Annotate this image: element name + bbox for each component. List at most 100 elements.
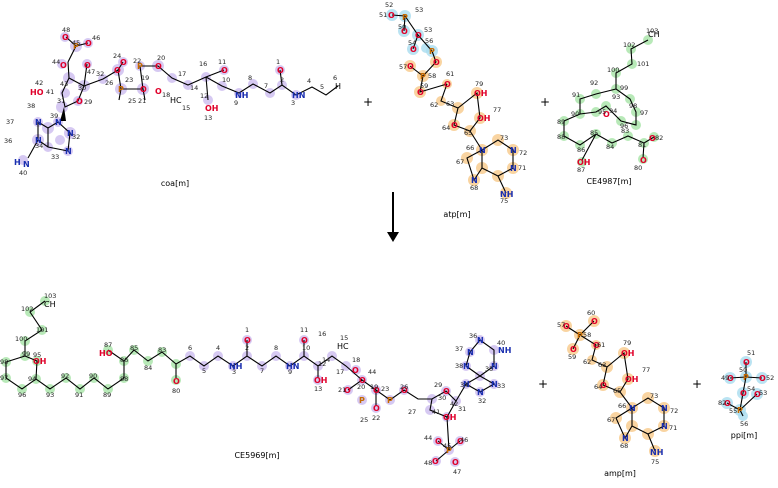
svg-text:8: 8 — [248, 74, 252, 82]
svg-text:33: 33 — [51, 153, 59, 161]
svg-text:15: 15 — [182, 104, 190, 112]
svg-text:99: 99 — [22, 350, 30, 358]
svg-text:O: O — [173, 377, 180, 386]
svg-text:24: 24 — [113, 52, 121, 60]
svg-text:95: 95 — [598, 108, 606, 116]
svg-text:84: 84 — [144, 364, 152, 372]
amp-label: amp[m] — [604, 469, 636, 478]
svg-text:12: 12 — [318, 360, 326, 368]
coa-label: coa[m] — [161, 179, 189, 188]
svg-text:14: 14 — [322, 356, 330, 364]
svg-text:96: 96 — [620, 122, 628, 130]
svg-text:54: 54 — [408, 39, 416, 47]
svg-text:N: N — [479, 146, 486, 155]
svg-text:N: N — [491, 380, 498, 389]
svg-text:77: 77 — [642, 366, 650, 374]
svg-text:96: 96 — [18, 391, 26, 399]
svg-text:100: 100 — [15, 335, 27, 343]
svg-text:80: 80 — [634, 164, 642, 172]
svg-text:101: 101 — [637, 60, 649, 68]
svg-text:97: 97 — [640, 109, 648, 117]
svg-text:17: 17 — [336, 368, 344, 376]
svg-text:49: 49 — [721, 374, 729, 382]
svg-text:O: O — [444, 80, 451, 89]
svg-text:O: O — [640, 156, 647, 165]
svg-text:P: P — [359, 396, 365, 405]
svg-text:45: 45 — [443, 442, 451, 450]
svg-text:40: 40 — [19, 169, 27, 177]
svg-text:P: P — [743, 373, 749, 382]
svg-text:66: 66 — [618, 402, 626, 410]
svg-text:93: 93 — [612, 93, 620, 101]
svg-text:88: 88 — [557, 133, 565, 141]
svg-text:79: 79 — [623, 339, 631, 347]
svg-text:102: 102 — [623, 41, 635, 49]
svg-text:37: 37 — [6, 118, 14, 126]
svg-text:O: O — [76, 97, 83, 106]
svg-text:68: 68 — [470, 184, 478, 192]
svg-text:O: O — [62, 33, 69, 42]
svg-text:O: O — [727, 374, 734, 383]
svg-text:N: N — [463, 380, 470, 389]
svg-text:O: O — [451, 121, 458, 130]
svg-text:O: O — [352, 366, 359, 375]
svg-text:98: 98 — [0, 358, 8, 366]
svg-text:103: 103 — [44, 292, 56, 300]
svg-text:58: 58 — [428, 72, 436, 80]
svg-text:N: N — [55, 118, 62, 127]
svg-text:88: 88 — [120, 375, 128, 383]
svg-text:7: 7 — [264, 82, 268, 90]
svg-text:91: 91 — [75, 391, 83, 399]
svg-text:O: O — [344, 386, 351, 395]
svg-text:63: 63 — [598, 361, 606, 369]
svg-text:N: N — [629, 404, 636, 413]
svg-text:36: 36 — [4, 137, 12, 145]
svg-text:51: 51 — [747, 349, 755, 357]
svg-text:6: 6 — [333, 74, 337, 82]
svg-text:O: O — [388, 11, 395, 20]
svg-text:89: 89 — [557, 118, 565, 126]
svg-text:HO: HO — [30, 88, 44, 97]
svg-text:17: 17 — [178, 70, 186, 78]
svg-text:21: 21 — [138, 97, 146, 105]
svg-text:32: 32 — [72, 133, 80, 141]
svg-text:43: 43 — [60, 80, 68, 88]
svg-text:56: 56 — [425, 37, 433, 45]
svg-text:53: 53 — [415, 6, 423, 14]
svg-text:21: 21 — [338, 386, 346, 394]
svg-text:P: P — [446, 446, 452, 455]
ce5969-label: CE5969[m] — [234, 451, 279, 460]
svg-text:N: N — [23, 160, 30, 169]
svg-text:N: N — [661, 404, 668, 413]
svg-text:94: 94 — [609, 107, 617, 115]
svg-text:O: O — [417, 88, 424, 97]
svg-text:O: O — [563, 322, 570, 331]
svg-text:89: 89 — [103, 391, 111, 399]
ppi-label: ppi[m] — [731, 431, 757, 440]
ppi-structure: O P O O O O P O 51 50 49 52 54 82 55 53 … — [718, 349, 774, 428]
svg-text:3: 3 — [291, 99, 295, 107]
svg-text:HN: HN — [286, 362, 299, 371]
svg-text:20: 20 — [157, 54, 165, 62]
svg-text:95: 95 — [33, 351, 41, 359]
svg-text:CH: CH — [648, 30, 660, 39]
svg-text:98: 98 — [629, 102, 637, 110]
svg-text:OH: OH — [621, 349, 635, 358]
svg-text:O: O — [759, 374, 766, 383]
svg-text:48: 48 — [424, 459, 432, 467]
svg-text:85: 85 — [130, 344, 138, 352]
svg-text:87: 87 — [577, 166, 585, 174]
svg-text:2: 2 — [280, 76, 284, 84]
svg-text:30: 30 — [78, 84, 86, 92]
svg-text:92: 92 — [61, 372, 69, 380]
svg-text:O: O — [221, 66, 228, 75]
svg-text:32: 32 — [96, 70, 104, 78]
svg-text:O: O — [84, 61, 91, 70]
svg-text:91: 91 — [572, 91, 580, 99]
svg-text:15: 15 — [340, 334, 348, 342]
svg-text:80: 80 — [172, 387, 180, 395]
svg-text:83: 83 — [158, 346, 166, 354]
svg-text:O: O — [743, 358, 750, 367]
svg-text:O: O — [724, 399, 731, 408]
